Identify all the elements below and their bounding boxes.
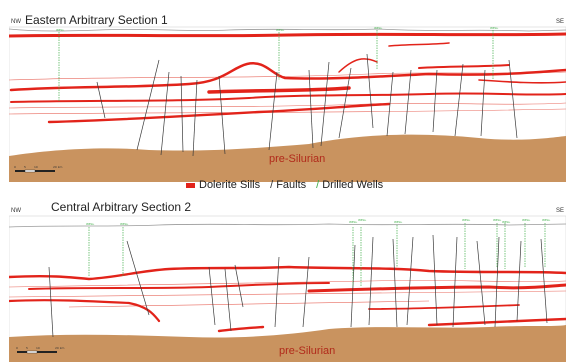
section1-wells [58, 30, 494, 102]
well-line-icon: / [316, 179, 320, 191]
svg-text:WELL: WELL [502, 220, 511, 224]
svg-text:WELL: WELL [490, 26, 499, 30]
legend-wells-label: Drilled Wells [322, 179, 384, 191]
svg-text:WELL: WELL [120, 222, 129, 226]
svg-text:WELL: WELL [522, 218, 531, 222]
section1-topography [9, 28, 566, 32]
fault-line-icon: / [270, 179, 274, 191]
section2-title: Central Arbitrary Section 2 [51, 200, 192, 214]
section2-well-labels: WELL WELL WELL WELL WELL WELL WELL WELL … [86, 218, 551, 226]
svg-text:WELL: WELL [493, 218, 502, 222]
section1-se-label: SE [556, 19, 565, 25]
svg-text:WELL: WELL [358, 218, 367, 222]
svg-text:5: 5 [26, 346, 28, 350]
svg-text:WELL: WELL [374, 26, 383, 30]
section1-faults [96, 53, 518, 157]
svg-text:5: 5 [24, 165, 26, 169]
section1-basement [9, 134, 566, 182]
section2-cross-section: WELL WELL WELL WELL WELL WELL WELL WELL … [9, 215, 566, 362]
svg-text:0: 0 [14, 165, 16, 169]
svg-text:20 km: 20 km [55, 346, 65, 350]
legend-sills-label: Dolerite Sills [199, 179, 261, 191]
legend-sills: Dolerite Sills [186, 179, 260, 191]
svg-text:WELL: WELL [349, 220, 358, 224]
legend-faults: / Faults [270, 179, 306, 191]
svg-text:0: 0 [16, 346, 18, 350]
section1-basement-label: pre-Silurian [269, 153, 326, 165]
svg-text:WELL: WELL [394, 220, 403, 224]
section1-sills [9, 32, 566, 124]
section1-nw-label: NW [11, 19, 21, 25]
legend-faults-label: Faults [276, 179, 307, 191]
section1-title: Eastern Arbitrary Section 1 [25, 13, 168, 27]
section2-basement [9, 325, 566, 362]
legend-wells: / Drilled Wells [316, 179, 383, 191]
section2-basement-label: pre-Silurian [279, 345, 336, 357]
section1-scale-bar: 0 5 10 20 km [14, 165, 63, 173]
section2-wells [88, 223, 546, 287]
section2-topography [9, 223, 566, 228]
section2-sills [9, 265, 566, 333]
section2-faults [48, 234, 548, 338]
section1-cross-section: WELL WELL WELL WELL 0 5 10 20 km [9, 26, 566, 182]
central-section-panel: NW Central Arbitrary Section 2 SE [9, 197, 566, 362]
svg-text:WELL: WELL [276, 28, 285, 32]
sill-swatch-icon [186, 182, 195, 188]
eastern-section-panel: NW Eastern Arbitrary Section 1 SE [9, 10, 566, 182]
section2-scale-bar: 0 5 10 20 km [16, 346, 65, 354]
section2-nw-label: NW [11, 208, 21, 214]
svg-text:WELL: WELL [56, 28, 65, 32]
section2-se-label: SE [556, 208, 565, 214]
svg-text:20 km: 20 km [53, 165, 63, 169]
section1-well-labels: WELL WELL WELL WELL [56, 26, 499, 32]
svg-text:10: 10 [34, 165, 38, 169]
svg-text:10: 10 [36, 346, 40, 350]
svg-text:WELL: WELL [542, 218, 551, 222]
svg-text:WELL: WELL [462, 218, 471, 222]
legend: Dolerite Sills / Faults / Drilled Wells [186, 178, 393, 192]
svg-text:WELL: WELL [86, 222, 95, 226]
